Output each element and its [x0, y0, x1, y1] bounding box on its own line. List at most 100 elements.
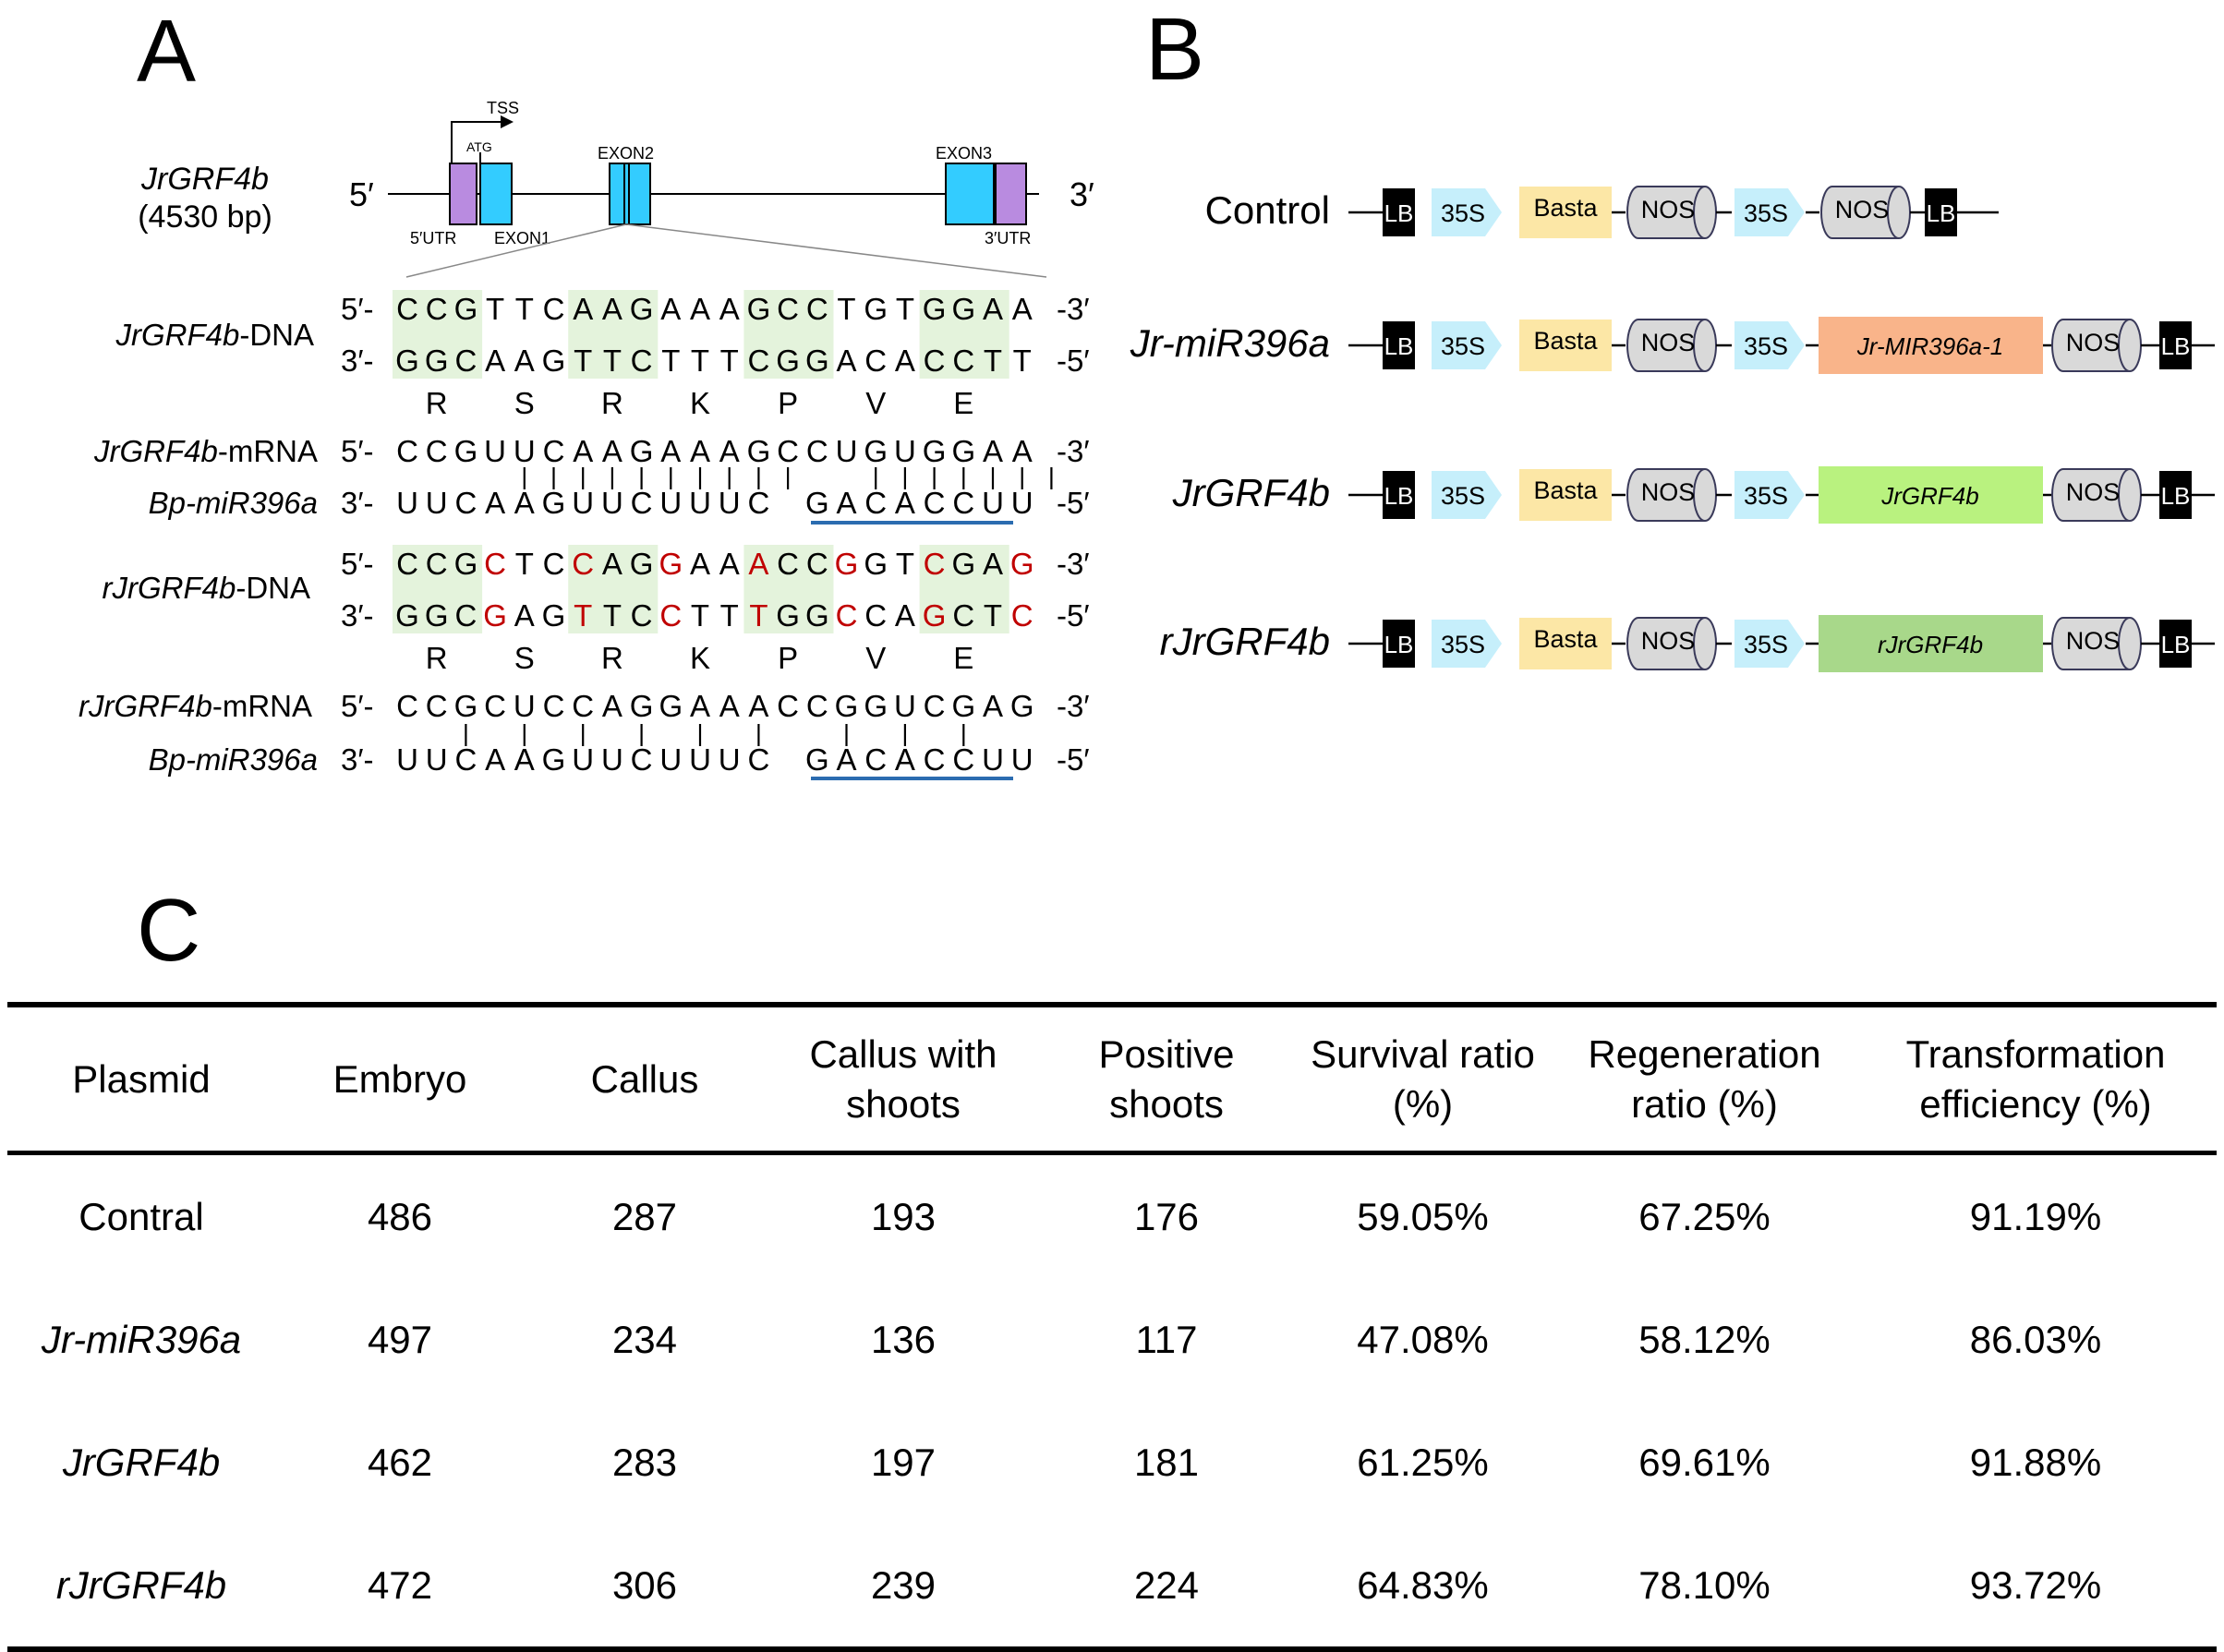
- r-dna-top-base: A: [748, 547, 768, 581]
- suffix-wt-dna-top: -3′: [1057, 292, 1090, 326]
- cell-callus: 287: [611, 1194, 678, 1238]
- wt-dna-top-base: G: [864, 292, 888, 326]
- prefix-r-mir: 3′-: [341, 742, 374, 777]
- r-dna-top-base: G: [864, 547, 888, 581]
- wt-dna-top-base: A: [1012, 292, 1033, 326]
- r-mrna-base: C: [777, 689, 799, 723]
- exon1-box: [479, 163, 513, 225]
- cell-plasmid: JrGRF4b: [62, 1440, 221, 1484]
- wt-dna-bottom-base: C: [924, 344, 946, 378]
- construct-name: rJrGRF4b: [1160, 620, 1330, 663]
- codon-shade: [393, 290, 483, 379]
- lb-label: LB: [2161, 482, 2191, 510]
- wt-mrna-base: C: [396, 434, 418, 468]
- r-mrna-base: G: [864, 689, 888, 723]
- header-callus: Callus: [590, 1056, 699, 1101]
- wt-amino-acid: S: [514, 386, 535, 420]
- cell-embryo: 486: [367, 1194, 433, 1238]
- cell-embryo: 472: [367, 1562, 433, 1607]
- codon-shade: [919, 290, 1009, 379]
- promoter-35s-label: 35S: [1744, 631, 1788, 658]
- cell-regeneration-ratio: 58.12%: [1638, 1317, 1771, 1361]
- r-dna-bottom-base: G: [542, 598, 566, 633]
- codon-shade: [743, 290, 834, 379]
- lb-label: LB: [1384, 332, 1414, 360]
- r-dna-bottom-base: A: [895, 598, 915, 633]
- r-mir-base: U: [1011, 742, 1033, 777]
- wt-dna-bottom-base: T: [1013, 344, 1032, 378]
- nos-label: NOS: [2066, 627, 2121, 655]
- wt-mrna-base: U: [484, 434, 506, 468]
- wt-mir-base: C: [924, 486, 946, 520]
- zoom-line-left: [405, 223, 627, 278]
- nos-label: NOS: [1641, 196, 1696, 223]
- lb-box: [1383, 321, 1415, 369]
- utr3-box: [995, 163, 1027, 225]
- prefix-wt-dna-bottom: 3′-: [341, 344, 374, 378]
- r-dna-top-base: C: [484, 547, 506, 581]
- basta-box: [1519, 320, 1612, 371]
- wt-dna-top-base: C: [426, 292, 448, 326]
- r-mrna-base: C: [806, 689, 828, 723]
- r-dna-top-base: C: [924, 547, 946, 581]
- r-mrna-base: C: [572, 689, 594, 723]
- r-dna-bottom-base: C: [631, 598, 653, 633]
- promoter-35s-shape: [1432, 471, 1502, 519]
- promoter-35s-shape: [1432, 188, 1502, 236]
- r-mir-base: A: [485, 742, 505, 777]
- header-positive-shoots: Positive shoots: [1098, 1031, 1235, 1126]
- r-mir-base: C: [952, 742, 974, 777]
- r-dna-bottom-base: T: [691, 598, 709, 633]
- suffix-wt-dna-bottom: -5′: [1057, 344, 1090, 378]
- cell-transformation-efficiency: 91.19%: [1969, 1194, 2102, 1238]
- wt-dna-top-base: T: [486, 292, 504, 326]
- wt-dna-bottom-base: T: [984, 344, 1002, 378]
- codon-shade: [743, 545, 834, 633]
- nos-label: NOS: [2066, 478, 2121, 506]
- wt-dna-label: JrGRF4b-DNA: [115, 318, 314, 352]
- wt-mrna-base: A: [1012, 434, 1033, 468]
- wt-mir-base: A: [514, 486, 535, 520]
- r-dna-top-base: A: [983, 547, 1003, 581]
- nos-label: NOS: [2066, 329, 2121, 356]
- wt-dna-bottom-base: C: [864, 344, 887, 378]
- nos-label: NOS: [1641, 329, 1696, 356]
- r-mrna-base: C: [396, 689, 418, 723]
- r-dna-top-base: G: [630, 547, 654, 581]
- r-dna-top-base: G: [835, 547, 859, 581]
- r-mir-base: U: [659, 742, 682, 777]
- r-mrna-base: G: [1010, 689, 1034, 723]
- r-dna-top-base: C: [806, 547, 828, 581]
- codon-shade: [568, 290, 659, 379]
- wt-dna-bottom-base: T: [720, 344, 739, 378]
- prefix-wt-mrna: 5′-: [341, 434, 374, 468]
- promoter-35s-label: 35S: [1441, 631, 1485, 658]
- results-table: Plasmid Embryo Callus Callus with shoots…: [7, 1002, 2217, 1652]
- lb-box: [1383, 620, 1415, 668]
- wt-mir-base: U: [1011, 486, 1033, 520]
- wt-dna-top-base: T: [896, 292, 914, 326]
- wt-mrna-base: G: [864, 434, 888, 468]
- r-dna-top-base: G: [1010, 547, 1034, 581]
- r-mir-base: U: [572, 742, 594, 777]
- promoter-35s-shape: [1432, 321, 1502, 369]
- r-mir-base: U: [601, 742, 623, 777]
- wt-dna-bottom-base: T: [603, 344, 622, 378]
- wt-mrna-base: G: [630, 434, 654, 468]
- header-plasmid: Plasmid: [72, 1056, 211, 1101]
- cell-transformation-efficiency: 86.03%: [1969, 1317, 2102, 1361]
- exon2-label: EXON2: [598, 144, 654, 163]
- wt-dna-bottom-base: G: [425, 344, 449, 378]
- wt-mrna-base: U: [894, 434, 916, 468]
- r-amino-acid: K: [690, 641, 710, 675]
- wt-dna-top-base: G: [630, 292, 654, 326]
- r-mrna-base: G: [454, 689, 478, 723]
- gene-insert-box: [1819, 466, 2043, 524]
- wt-dna-top-base: G: [454, 292, 478, 326]
- sequence-alignment: JrGRF4b-DNA JrGRF4b-mRNA Bp-miR396a rJrG…: [79, 290, 1090, 780]
- wt-dna-top-base: C: [396, 292, 418, 326]
- lb-label: LB: [1927, 199, 1956, 227]
- suffix-wt-mrna: -3′: [1057, 434, 1090, 468]
- gene-insert-box: [1819, 615, 2043, 672]
